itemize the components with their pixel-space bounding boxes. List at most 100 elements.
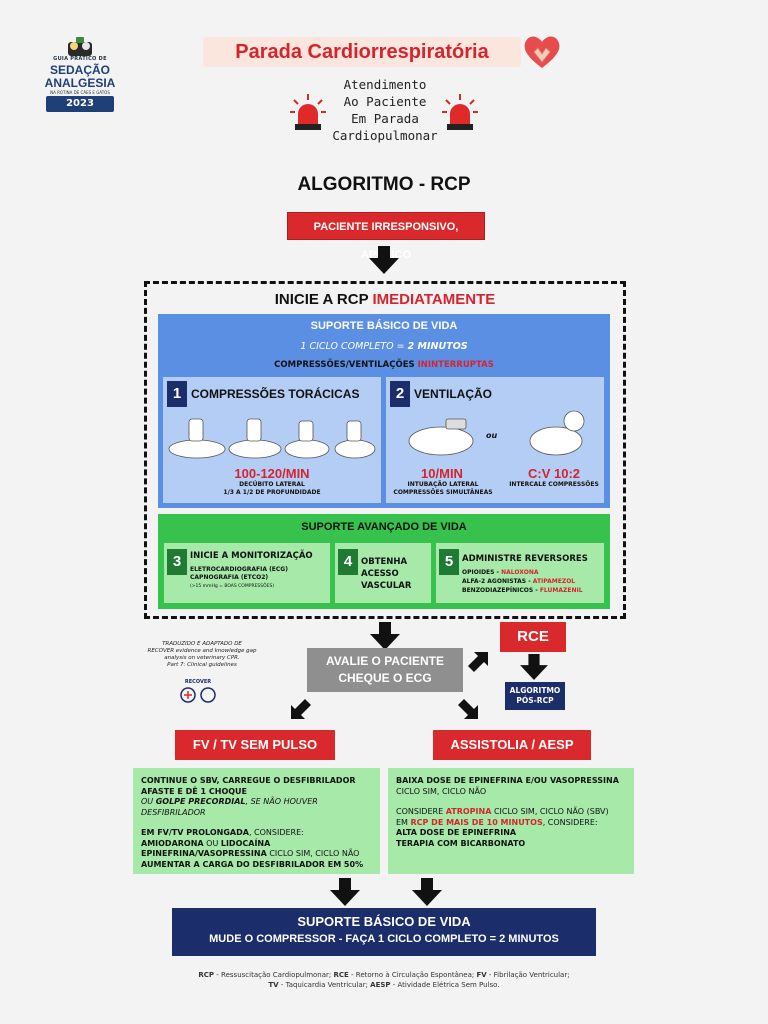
monitoring-capno: CAPNOGRAFIA (ETCO2) <box>190 574 269 581</box>
shockable-rhythm-box: CONTINUE O SBV, CARREGUE O DESFIBRILADOR… <box>133 768 380 874</box>
legend-key: TV <box>268 981 279 989</box>
heart-hands-icon <box>520 32 564 72</box>
text-segment: CICLO SIM, CICLO NÃO (SBV) <box>491 807 609 816</box>
legend-value: - Fibrilação Ventricular; <box>486 971 570 979</box>
vascular-access-box: 4 OBTENHA ACESSO VASCULAR <box>335 543 431 603</box>
monitoring-box: 3 INICIE A MONITORIZAÇÃO ELETROCARDIOGRA… <box>164 543 330 603</box>
subtitle-line-3: Em Parada <box>351 111 419 126</box>
shockable-line-2: AFASTE E DÊ 1 CHOQUE <box>141 786 248 796</box>
reversal-drug-class: ALFA-2 AGONISTAS - <box>462 578 533 585</box>
compressions-box: 1 COMPRESSÕES TORÁCICAS 100-120/MIN DECÚ… <box>163 377 381 503</box>
credit-line: analysis on veterinary CPR. <box>164 655 240 661</box>
siren-icon <box>442 94 478 132</box>
nonshockable-line-2: CICLO SIM, CICLO NÃO <box>396 786 487 796</box>
vascular-line-2: ACESSO <box>361 569 399 579</box>
arrow-down-icon <box>330 878 360 906</box>
text-segment: ATROPINA <box>445 807 492 816</box>
shockable-line-6: EPINEFRINA/VASOPRESSINA CICLO SIM, CICLO… <box>141 849 372 860</box>
compression-note-1: DECÚBITO LATERAL <box>239 481 305 488</box>
sbv-compressions-note: COMPRESSÕES/VENTILAÇÕES ININTERRUPTAS <box>158 360 610 370</box>
ventilation-note-1: INTUBAÇÃO LATERAL <box>407 481 479 488</box>
arrow-down-icon <box>370 622 400 650</box>
rce-box: RCE <box>500 622 566 652</box>
text-segment: LIDOCAÍNA <box>220 838 271 848</box>
nonshockable-rhythm-box: BAIXA DOSE DE EPINEFRINA E/OU VASOPRESSI… <box>388 768 634 874</box>
fv-tv-box: FV / TV SEM PULSO <box>175 730 335 760</box>
legend-value: - Retorno à Circulação Espontânea; <box>348 971 477 979</box>
step-number-badge: 4 <box>338 549 358 575</box>
arrow-down-left-icon <box>287 697 313 723</box>
legend-value: - Taquicardia Ventricular; <box>278 981 371 989</box>
nonshockable-line-5: ALTA DOSE DE EPINEFRINA <box>396 828 517 837</box>
start-condition-box: PACIENTE IRRESPONSIVO, APNEICO <box>287 212 485 261</box>
text-segment: , CONSIDERE: <box>248 828 304 837</box>
text-segment: EPINEFRINA/VASOPRESSINA <box>141 849 267 858</box>
mouth-to-snout-illustration-icon <box>526 407 596 461</box>
legend-line-1: RCP - Ressuscitação Cardiopulmonar; RCE … <box>0 970 768 980</box>
reversal-title: ADMINISTRE REVERSORES <box>462 554 588 564</box>
legend-value: - Atividade Elétrica Sem Pulso. <box>390 981 500 989</box>
recover-logo-text: RECOVER <box>184 679 212 685</box>
evaluate-line-1: AVALIE O PACIENTE <box>325 654 444 668</box>
reversal-agent: ATIPAMEZOL <box>532 578 576 585</box>
subtitle-line-1: Atendimento <box>343 77 427 92</box>
text-segment: , SE NÃO HOUVER DESFIBRILADOR <box>141 797 318 817</box>
reversal-box: 5 ADMINISTRE REVERSORES OPIOIDES - NALOX… <box>436 543 604 603</box>
shockable-line-4: EM FV/TV PROLONGADA, CONSIDERE: <box>141 828 372 839</box>
step-number-badge: 3 <box>167 549 187 575</box>
nonshockable-line-3: CONSIDERE ATROPINA CICLO SIM, CICLO NÃO … <box>396 807 626 818</box>
reversal-row-2: ALFA-2 AGONISTAS - ATIPAMEZOL <box>462 577 583 586</box>
logo-line-4: NA ROTINA DE CÃES E GATOS <box>50 90 110 95</box>
ventilation-ratio: C:V 10:2 <box>527 466 581 481</box>
intubation-illustration-icon <box>406 411 476 459</box>
subtitle-line-2: Ao Paciente <box>343 94 427 109</box>
nonshockable-line-4: EM RCP DE MAIS DE 10 MINUTOS, CONSIDERE: <box>396 818 626 829</box>
logo-line-1: GUIA PRÁTICO DE <box>53 56 107 62</box>
credit-line: Part 7: Clinical guidelines <box>167 662 237 668</box>
step-number-badge: 1 <box>167 381 187 407</box>
credit-line: RECOVER evidence and knowledge gap <box>147 648 257 654</box>
subtitle-line-4: Cardiopulmonar <box>332 128 438 143</box>
legend-line-2: TV - Taquicardia Ventricular; AESP - Ati… <box>0 980 768 990</box>
text-segment: , CONSIDERE: <box>542 817 598 827</box>
shockable-line-5: AMIODARONA OU LIDOCAÍNA <box>141 839 372 850</box>
asystole-box: ASSISTOLIA / AESP <box>433 730 591 760</box>
page-title-box: Parada Cardiorrespiratória <box>203 37 521 67</box>
evaluate-line-2: CHEQUE O ECG <box>338 671 432 685</box>
legend-value: - Ressuscitação Cardiopulmonar; <box>214 971 334 979</box>
arrow-up-right-icon <box>466 648 492 674</box>
legend-key: RCE <box>333 971 349 979</box>
recover-logo: RECOVER <box>178 679 218 709</box>
guide-logo: GUIA PRÁTICO DE SEDAÇÃO ANALGESIA NA ROT… <box>40 36 120 116</box>
vascular-access-text: OBTENHA ACESSO VASCULAR <box>361 556 411 592</box>
sav-title: SUPORTE AVANÇADO DE VIDA <box>301 521 467 533</box>
text-segment: CICLO SIM, CICLO NÃO <box>266 849 360 858</box>
algorithm-title: ALGORITMO - RCP <box>297 174 471 195</box>
nonshockable-line-1: BAIXA DOSE DE EPINEFRINA E/OU VASOPRESSI… <box>396 776 619 785</box>
text-segment: OU <box>141 797 156 806</box>
post-rcp-algorithm-box: ALGORITMO PÓS-RCP <box>505 682 565 710</box>
page-subtitle: Atendimento Ao Paciente Em Parada Cardio… <box>320 76 450 144</box>
rcp-dashed-frame <box>144 281 626 619</box>
shockable-line-1: CONTINUE O SBV, CARREGUE O DESFIBRILADOR <box>141 776 356 785</box>
compression-note-2: 1/3 A 1/2 DE PROFUNDIDADE <box>223 489 321 496</box>
text-segment: CONSIDERE <box>396 807 446 816</box>
source-credit: TRADUZIDO E ADAPTADO DE RECOVER evidence… <box>147 641 257 669</box>
logo-mascot-icon <box>40 36 120 58</box>
monitoring-ecg: ELETROCARDIOGRAFIA (ECG) <box>190 566 288 573</box>
legend-key: AESP <box>370 981 391 989</box>
final-title: SUPORTE BÁSICO DE VIDA <box>297 914 471 929</box>
reversal-drug-class: OPIOIDES - <box>462 569 502 576</box>
ventilation-note-2: COMPRESSÕES SIMULTÂNEAS <box>393 489 493 496</box>
logo-line-2: SEDAÇÃO <box>49 63 110 77</box>
recover-logo-icon <box>180 687 216 703</box>
ventilation-title: VENTILAÇÃO <box>414 387 492 401</box>
shockable-line-7: AUMENTAR A CARGA DO DESFIBRILADOR EM 50% <box>141 859 364 869</box>
sbv-cycle-bold: 2 MINUTOS <box>407 341 468 352</box>
vascular-line-1: OBTENHA <box>361 557 408 567</box>
nonshockable-line-6: TERAPIA COM BICARBONATO <box>396 838 526 848</box>
text-segment: AMIODARONA <box>141 838 204 848</box>
text-segment: EM FV/TV PROLONGADA <box>141 828 249 837</box>
page-title: Parada Cardiorrespiratória <box>235 41 489 63</box>
post-rcp-line-1: ALGORITMO <box>509 686 561 695</box>
